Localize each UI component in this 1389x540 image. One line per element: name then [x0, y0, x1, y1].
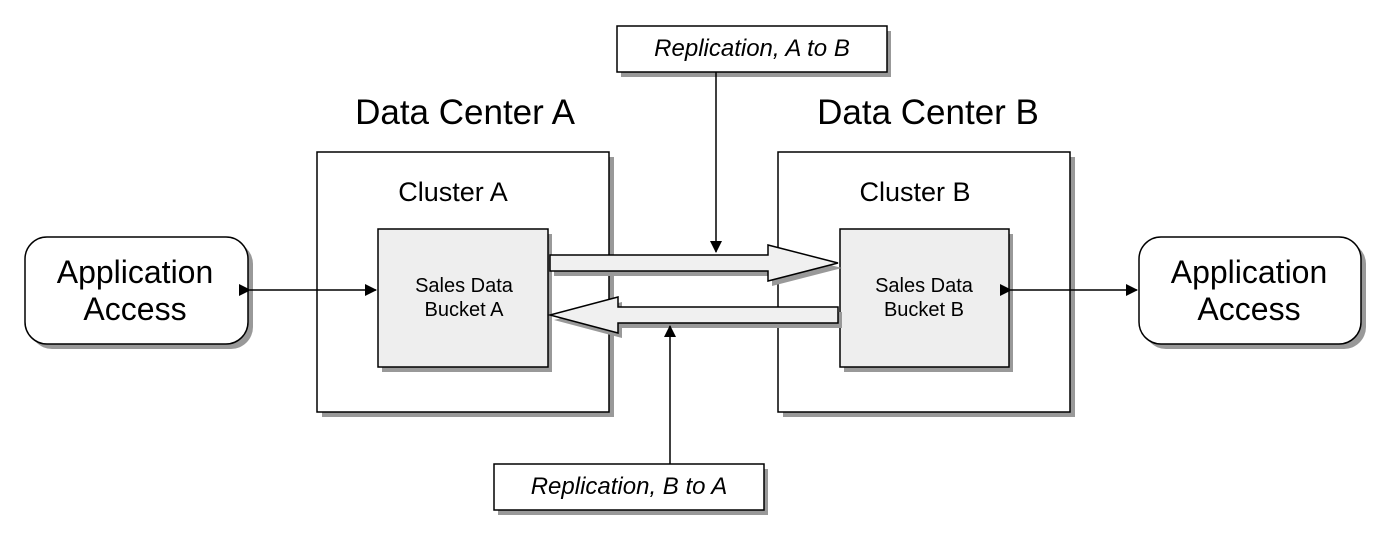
bucket-a-box [377, 228, 552, 372]
bucket-b-box [839, 228, 1013, 372]
application-access-right-line2: Access [1197, 291, 1300, 327]
data-center-b-title: Data Center B [817, 93, 1039, 132]
bucket-a-label-line1: Sales Data [415, 275, 514, 297]
replication-a-to-b-box [616, 25, 891, 77]
replication-b-to-a-label: Replication, B to A [531, 473, 728, 500]
replication-arrow-b-to-a [547, 296, 842, 338]
application-access-left-line1: Application [57, 254, 214, 290]
replication-arrow-a-to-b [549, 244, 842, 286]
bucket-b-label-line2: Bucket B [884, 299, 964, 321]
bucket-a-label-line2: Bucket A [425, 299, 505, 321]
application-access-left-box [24, 236, 253, 349]
replication-b-to-a-box [493, 463, 768, 515]
application-access-right-box [1138, 236, 1366, 349]
cluster-b-title: Cluster B [859, 177, 970, 207]
cluster-a-title: Cluster A [398, 177, 508, 207]
application-access-right-line1: Application [1171, 254, 1328, 290]
replication-a-to-b-label: Replication, A to B [654, 35, 850, 62]
application-access-left-line2: Access [83, 291, 186, 327]
bucket-b-label-line1: Sales Data [875, 275, 974, 297]
data-center-a-title: Data Center A [355, 93, 575, 132]
